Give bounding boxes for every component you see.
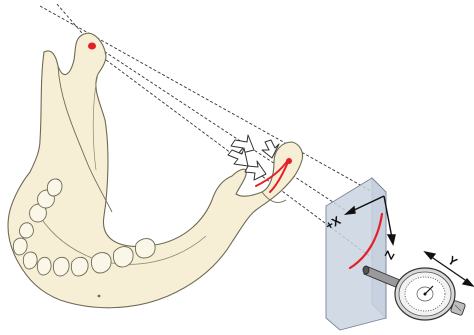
red-dot-icon: [88, 43, 96, 50]
tooth-incisor-1: [13, 238, 27, 255]
tooth-incisor-2: [23, 252, 37, 269]
recording-plane: +X Z: [323, 178, 397, 330]
tooth-premolar-1: [19, 223, 33, 238]
axis-label-y: Y: [445, 253, 460, 269]
mental-foramen: [98, 295, 101, 298]
tooth-molar-5: [113, 247, 133, 267]
gauge-tip: [363, 266, 369, 274]
tooth-premolar-3: [71, 257, 88, 276]
left-condyle-marker: [88, 43, 96, 50]
tooth-canine: [37, 257, 51, 275]
red-dot-icon: [286, 158, 292, 164]
open-arrow-icon: [228, 148, 248, 166]
z-axis-arrowhead: [388, 235, 395, 244]
tooth-molar-3: [47, 179, 62, 196]
tooth-premolar-2: [53, 257, 69, 276]
gauge-hub: [424, 293, 427, 296]
tooth-molar-6: [135, 239, 155, 258]
tooth-molar-4: [91, 253, 111, 273]
plane-front: [326, 178, 386, 330]
